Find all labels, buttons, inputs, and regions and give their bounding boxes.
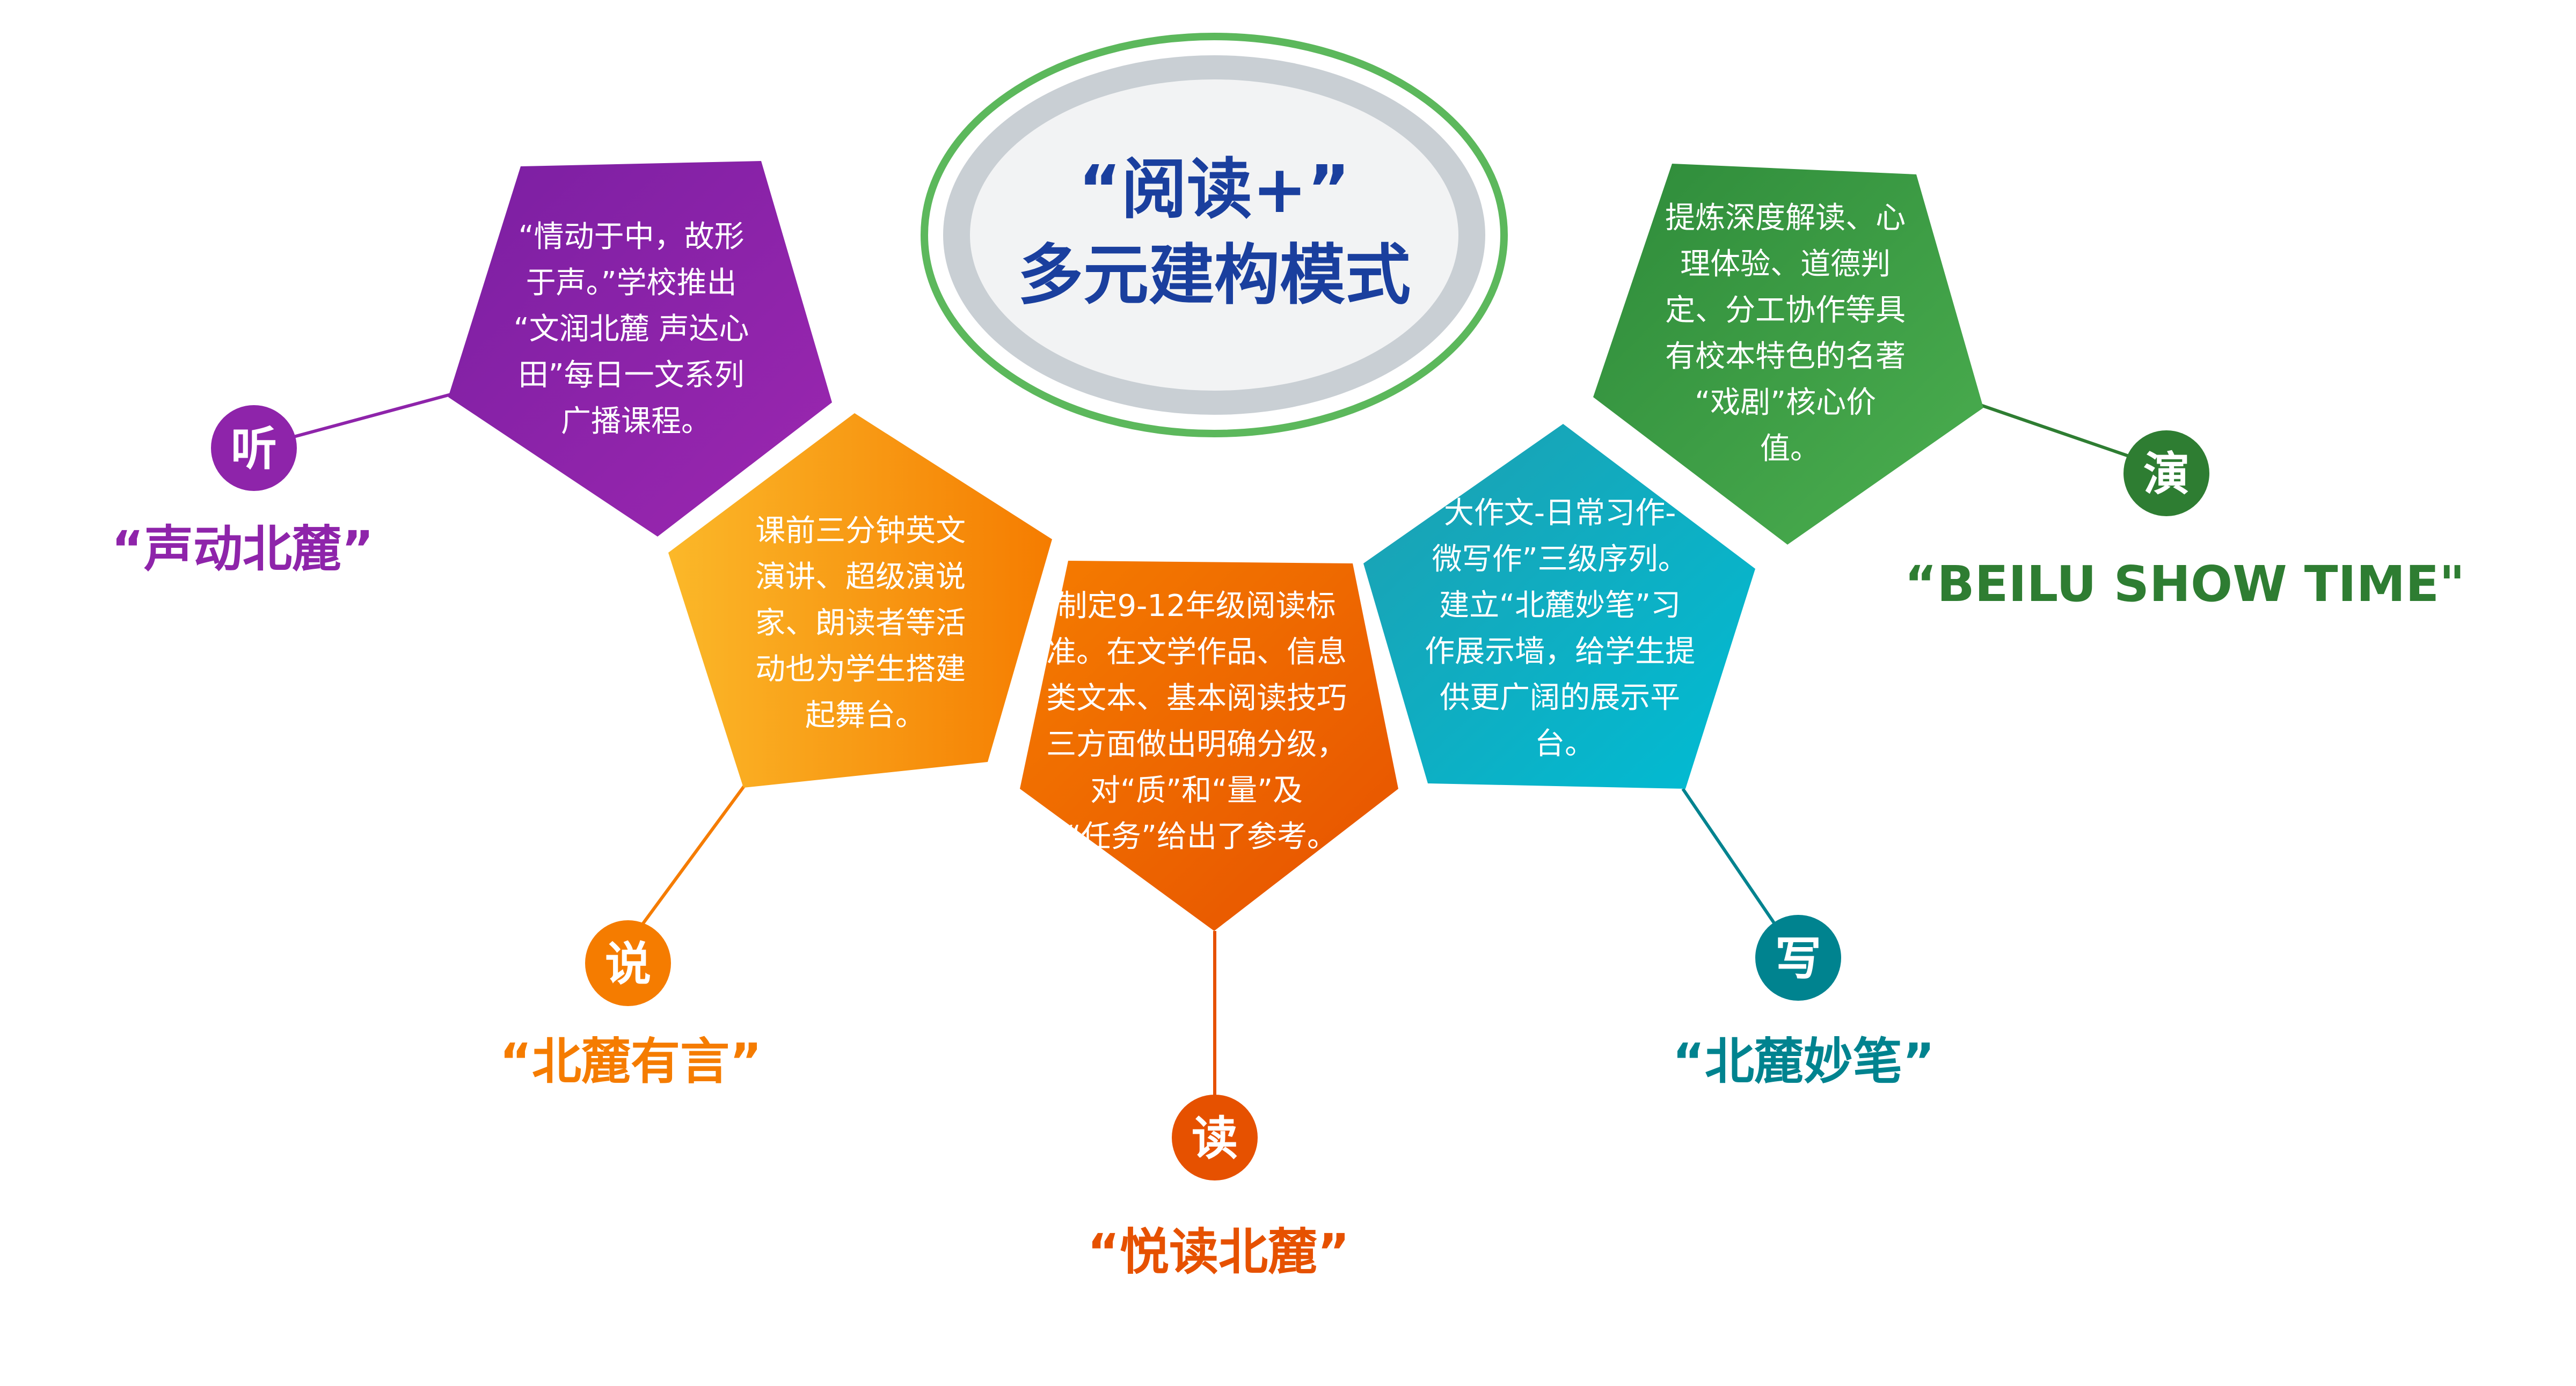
pentagon-yan-shape — [1593, 164, 1983, 545]
badge-ting: 听 — [211, 405, 297, 491]
shuo-line-3: 家、朗读者等活 — [755, 606, 966, 641]
yan-line-4: 有校本特色的名著 — [1665, 339, 1906, 374]
connector-shuo — [640, 782, 748, 927]
shuo-line-1: 课前三分钟英文 — [755, 514, 966, 548]
pentagon-du: 制定9-12年级阅读标 准。在文学作品、信息 类文本、基本阅读技巧 三方面做出明… — [1020, 561, 1398, 931]
pentagon-du-shape — [1020, 561, 1398, 931]
shuo-line-2: 演讲、超级演说 — [755, 560, 966, 595]
badge-yan: 演 — [2123, 430, 2209, 516]
du-line-3: 类文本、基本阅读技巧 — [1046, 681, 1347, 716]
badge-shuo: 说 — [585, 920, 671, 1006]
center-ellipse-inner — [970, 79, 1458, 391]
badge-xie-circle — [1755, 915, 1841, 1001]
ting-line-2: 于声。”学校推出 — [526, 266, 737, 300]
pentagon-shuo-text: 课前三分钟英文 演讲、超级演说 家、朗读者等活 动也为学生搭建 起舞台。 — [755, 514, 975, 733]
ting-line-1: “情动于中，故形 — [519, 219, 745, 254]
shuo-line-5: 起舞台。 — [805, 698, 925, 733]
pentagon-xie-text: 大作文-日常习作- 微写作”三级序列。 建立“北麓妙笔”习 作展示墙，给学生提 … — [1425, 496, 1705, 761]
center-title-line1: “阅读+” — [1078, 151, 1351, 228]
pentagon-xie: 大作文-日常习作- 微写作”三级序列。 建立“北麓妙笔”习 作展示墙，给学生提 … — [1363, 424, 1755, 789]
badge-ting-label: 听 — [231, 422, 277, 476]
caption-yan: “BEILU SHOW TIME" — [1904, 555, 2465, 613]
badge-du-circle — [1172, 1095, 1258, 1180]
center-title-line2: 多元建构模式 — [1018, 237, 1411, 313]
pentagon-shuo-shape — [668, 413, 1052, 788]
yan-line-6: 值。 — [1760, 431, 1820, 466]
connector-ting — [281, 393, 451, 442]
badge-yan-circle — [2123, 430, 2209, 516]
badge-shuo-label: 说 — [605, 937, 651, 991]
yan-line-1: 提炼深度解读、心 — [1665, 201, 1906, 236]
yan-line-5: “戏剧”核心价 — [1695, 385, 1876, 420]
caption-xie: “北麓妙笔” — [1673, 1033, 1935, 1090]
pentagon-ting: “情动于中，故形 于声。”学校推出 “文润北麓 声达心 田”每日一文系列 广播课… — [448, 161, 832, 537]
connector-xie — [1681, 788, 1776, 924]
connector-yan — [1980, 404, 2145, 463]
xie-line-6: 台。 — [1535, 727, 1595, 761]
xie-line-4: 作展示墙，给学生提 — [1425, 634, 1695, 669]
center-title-group: “阅读+” 多元建构模式 — [921, 33, 1508, 437]
du-line-4: 三方面做出明确分级， — [1046, 727, 1347, 762]
badge-du: 读 — [1172, 1095, 1258, 1180]
du-line-2: 准。在文学作品、信息 — [1046, 635, 1347, 670]
du-line-1: 制定9-12年级阅读标 — [1057, 589, 1336, 624]
pentagon-yan: 提炼深度解读、心 理体验、道德判 定、分工协作等具 有校本特色的名著 “戏剧”核… — [1593, 164, 1983, 545]
pentagon-yan-text: 提炼深度解读、心 理体验、道德判 定、分工协作等具 有校本特色的名著 “戏剧”核… — [1665, 201, 1915, 466]
xie-line-1: 大作文-日常习作- — [1444, 496, 1676, 531]
badge-ting-circle — [211, 405, 297, 491]
pentagon-du-text: 制定9-12年级阅读标 准。在文学作品、信息 类文本、基本阅读技巧 三方面做出明… — [1046, 589, 1356, 854]
pentagon-ting-text: “情动于中，故形 于声。”学校推出 “文润北麓 声达心 田”每日一文系列 广播课… — [514, 219, 759, 439]
badge-xie: 写 — [1755, 915, 1841, 1001]
pentagon-xie-shape — [1363, 424, 1755, 789]
yan-line-2: 理体验、道德判 — [1680, 247, 1891, 282]
pentagon-shuo: 课前三分钟英文 演讲、超级演说 家、朗读者等活 动也为学生搭建 起舞台。 — [668, 413, 1052, 788]
caption-shuo: “北麓有言” — [500, 1033, 762, 1090]
caption-du: “悦读北麓” — [1088, 1223, 1350, 1281]
yan-line-3: 定、分工协作等具 — [1665, 293, 1906, 328]
shuo-line-4: 动也为学生搭建 — [755, 652, 966, 687]
du-line-6: “任务”给出了参考。 — [1066, 819, 1337, 854]
xie-line-3: 建立“北麓妙笔”习 — [1439, 588, 1681, 623]
ting-line-4: 田”每日一文系列 — [519, 358, 745, 393]
ting-line-5: 广播课程。 — [561, 404, 711, 439]
du-line-5: 对“质”和“量”及 — [1090, 773, 1303, 808]
badge-du-label: 读 — [1192, 1112, 1238, 1165]
badge-yan-label: 演 — [2143, 448, 2190, 501]
badge-shuo-circle — [585, 920, 671, 1006]
ting-line-3: “文润北麓 声达心 — [514, 312, 749, 347]
caption-ting: “声动北麓” — [112, 520, 374, 578]
xie-line-2: 微写作”三级序列。 — [1432, 542, 1688, 577]
badge-xie-label: 写 — [1775, 932, 1821, 986]
xie-line-5: 供更广阔的展示平 — [1440, 680, 1680, 715]
pentagon-ting-shape — [448, 161, 832, 537]
